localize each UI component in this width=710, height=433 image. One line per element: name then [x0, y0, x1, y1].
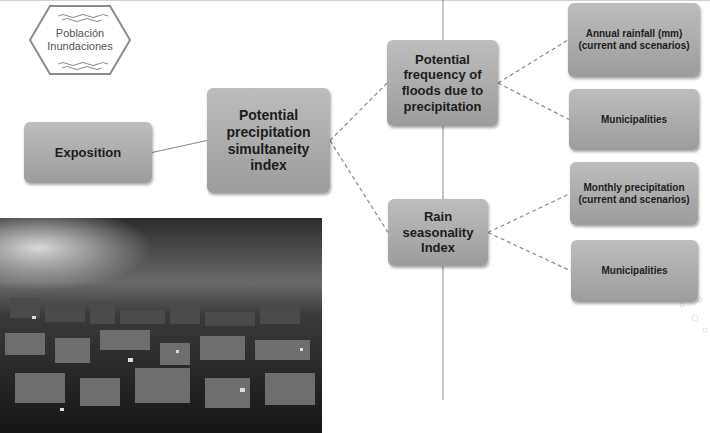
connector-line — [488, 233, 571, 272]
node-label: Rain seasonality Index — [394, 209, 482, 256]
node-label: Municipalities — [601, 114, 667, 126]
node-label: Municipalities — [601, 265, 667, 277]
process-box: Exposition — [24, 122, 152, 183]
connector-line — [330, 83, 387, 141]
node-label: Exposition — [55, 145, 121, 161]
connector-line — [498, 83, 569, 120]
top-rule — [0, 0, 710, 1]
node-label: Annual rainfall (mm) (current and scenar… — [574, 28, 694, 52]
node-label: Potential frequency of floods due to pre… — [393, 52, 492, 114]
data-box: Monthly precipitation (current and scena… — [570, 162, 698, 225]
data-box: Annual rainfall (mm) (current and scenar… — [568, 3, 700, 77]
data-box: Municipalities — [569, 89, 699, 150]
city-photo — [0, 218, 322, 433]
process-box: Potential precipitation simultaneity ind… — [207, 88, 330, 193]
connector-line — [152, 141, 207, 153]
node-label: Monthly precipitation (current and scena… — [576, 182, 692, 206]
hexagon-badge: Población Inundaciones — [28, 4, 132, 76]
data-box: Municipalities — [571, 240, 698, 302]
process-box: Rain seasonality Index — [388, 199, 488, 266]
process-box: Potential frequency of floods due to pre… — [387, 40, 498, 126]
connector-line — [498, 40, 568, 83]
node-label: Potential precipitation simultaneity ind… — [213, 107, 324, 174]
connector-line — [330, 141, 388, 233]
node-label: Población Inundaciones — [40, 27, 120, 53]
connector-line — [488, 194, 570, 233]
